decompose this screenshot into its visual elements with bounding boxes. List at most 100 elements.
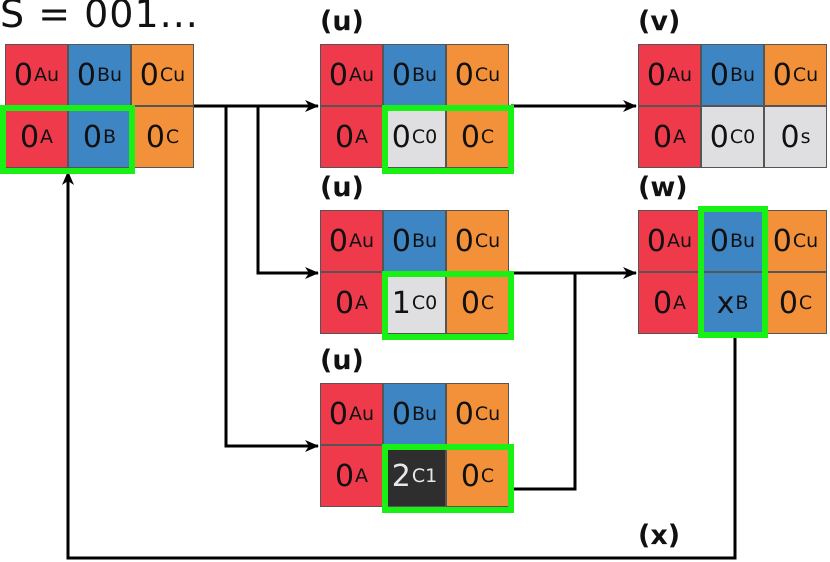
cell-value: 0: [145, 119, 165, 155]
cell-value: 0: [460, 119, 480, 155]
cell-subscript: Bu: [412, 403, 438, 425]
state-label-u: (u): [320, 6, 364, 37]
cell-value: 0: [772, 57, 792, 93]
state-label-u: (u): [320, 172, 364, 203]
cell-subscript: C0: [411, 292, 438, 314]
cell-value: 0: [76, 57, 96, 93]
cell-value: 0: [391, 396, 411, 432]
cell-value: 0: [709, 223, 729, 259]
cell-value: 0: [646, 223, 667, 259]
sequence-title: S = 001...: [0, 0, 199, 36]
cell-subscript: Bu: [412, 230, 438, 252]
cell-value: 0: [334, 285, 355, 321]
cell-subscript: C0: [729, 126, 756, 148]
cell-subscript: B: [103, 126, 117, 148]
cell-value: 0: [709, 57, 729, 93]
cell-subscript: C0: [411, 126, 438, 148]
cell-subscript: Au: [667, 64, 693, 86]
state-label-u: (u): [320, 345, 364, 376]
cell-subscript: Au: [34, 64, 60, 86]
cell-subscript: Au: [349, 64, 375, 86]
cell-subscript: Cu: [474, 230, 501, 252]
cell-value: 0: [646, 57, 667, 93]
cell-value: x: [716, 285, 735, 321]
cell-value: 0: [13, 57, 34, 93]
cell-value: 0: [391, 57, 411, 93]
cell-value: 0: [652, 285, 673, 321]
cell-value: 0: [454, 223, 474, 259]
cell-value: 0: [780, 119, 800, 155]
cell-subscript: Cu: [474, 403, 501, 425]
cell-value: 0: [139, 57, 159, 93]
cell-subscript: Cu: [792, 64, 819, 86]
cell-value: 0: [454, 57, 474, 93]
cell-value: 1: [391, 285, 411, 321]
cell-subscript: C: [165, 126, 180, 148]
cell-subscript: B: [735, 292, 749, 314]
cell-subscript: Bu: [730, 64, 756, 86]
cell-value: 0: [334, 458, 355, 494]
cell-value: 2: [391, 458, 411, 494]
cell-subscript: A: [673, 292, 687, 314]
cell-value: 0: [328, 223, 349, 259]
cell-subscript: C: [480, 292, 495, 314]
cell-subscript: Au: [349, 403, 375, 425]
cell-subscript: s: [800, 126, 811, 148]
cell-subscript: Cu: [159, 64, 186, 86]
cell-value: 0: [460, 285, 480, 321]
cell-value: 0: [454, 396, 474, 432]
cell-subscript: Bu: [97, 64, 123, 86]
cell-subscript: A: [355, 465, 369, 487]
loop-label-x: (x): [638, 520, 681, 551]
cell-value: 0: [772, 223, 792, 259]
cell-value: 0: [82, 119, 103, 155]
cell-value: 0: [391, 223, 411, 259]
cell-value: 0: [391, 119, 411, 155]
cell-subscript: A: [40, 126, 54, 148]
cell-subscript: Cu: [474, 64, 501, 86]
cell-subscript: C: [480, 465, 495, 487]
cell-value: 0: [709, 119, 729, 155]
cell-subscript: C: [798, 292, 813, 314]
cell-value: 0: [328, 57, 349, 93]
cell-value: 0: [778, 285, 798, 321]
cell-subscript: A: [355, 292, 369, 314]
cell-value: 0: [460, 458, 480, 494]
cell-subscript: Cu: [792, 230, 819, 252]
cell-subscript: Bu: [730, 230, 756, 252]
cell-value: 0: [328, 396, 349, 432]
